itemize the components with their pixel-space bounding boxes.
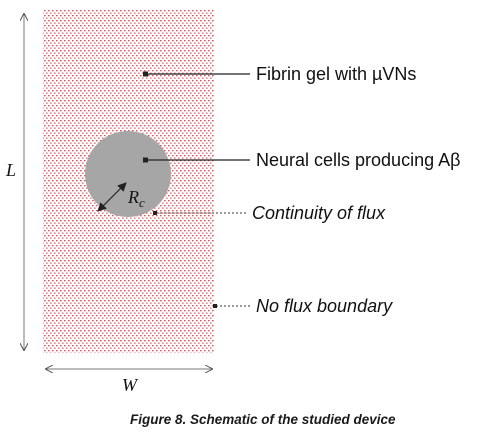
cells-label: Neural cells producing Aβ: [256, 150, 460, 170]
figure-caption: Figure 8. Schematic of the studied devic…: [130, 412, 396, 427]
radius-label: Rc: [127, 187, 145, 210]
no-flux-label: No flux boundary: [256, 296, 393, 316]
flux-continuity-label: Continuity of flux: [252, 203, 386, 223]
radius-arrow: [97, 182, 127, 212]
width-label: W: [122, 375, 139, 395]
gel-label: Fibrin gel with µVNs: [256, 64, 416, 84]
length-label: L: [5, 160, 16, 180]
